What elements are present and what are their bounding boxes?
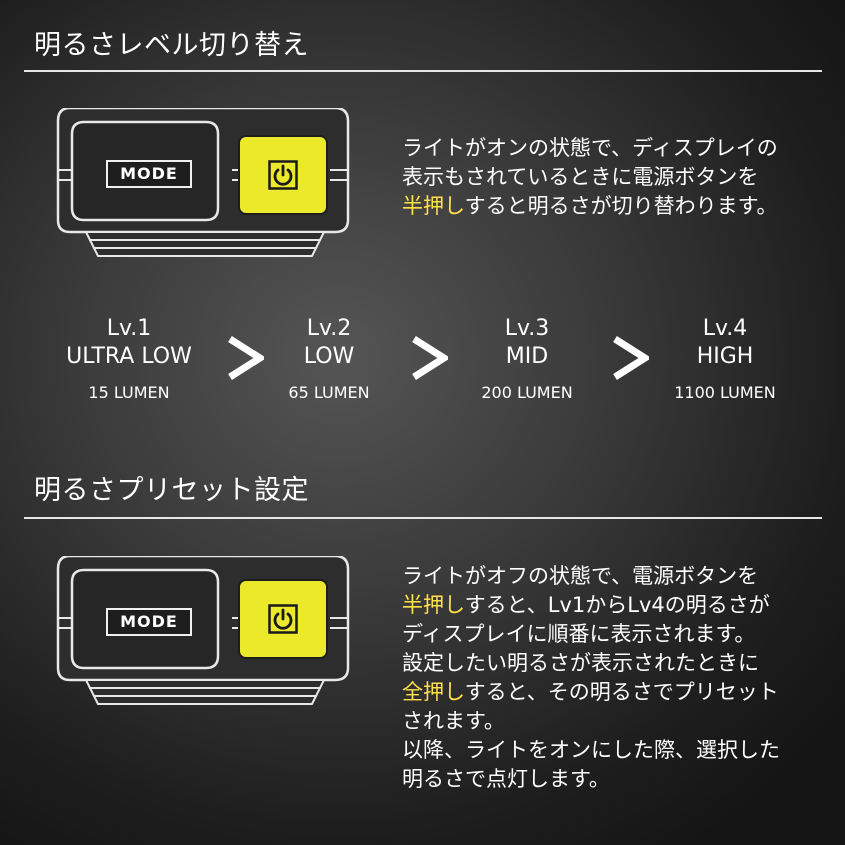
- level-lumen: 65 LUMEN: [288, 383, 370, 402]
- section-divider: [24, 517, 822, 519]
- level-mode: ULTRA LOW: [66, 344, 192, 369]
- description-text: すると明るさが切り替わります。: [464, 194, 778, 218]
- description-text: 明るさで点灯します。: [402, 767, 610, 791]
- level-mode: LOW: [303, 344, 355, 369]
- power-button: [238, 135, 328, 215]
- level-mode: HIGH: [696, 344, 754, 369]
- description-text: されます。: [402, 709, 505, 733]
- level-lumen: 15 LUMEN: [88, 383, 170, 402]
- description-text: 表示もされているときに電源ボタンを: [402, 165, 759, 189]
- chevron-right-icon: [613, 336, 649, 380]
- level-2: Lv.2 LOW 65 LUMEN: [229, 315, 429, 403]
- description-line: ライトがオフの状態で、電源ボタンを: [402, 562, 822, 591]
- description-line: 設定したい明るさが表示されたときに: [402, 649, 822, 678]
- description-text: すると、Lv1からLv4の明るさが: [464, 593, 770, 617]
- description-line: されます。: [402, 707, 822, 736]
- power-icon: [268, 604, 298, 634]
- description-line: 明るさで点灯します。: [402, 765, 822, 794]
- light-device-illustration: MODE: [56, 556, 351, 706]
- description-line: 全押しすると、その明るさでプリセット: [402, 678, 822, 707]
- level-4: Lv.4 HIGH 1100 LUMEN: [625, 315, 825, 403]
- description-text: すると、その明るさでプリセット: [464, 680, 779, 704]
- description-line: ライトがオンの状態で、ディスプレイの: [402, 134, 822, 163]
- power-icon: [268, 160, 298, 190]
- level-name: Lv.2: [306, 316, 352, 341]
- level-1: Lv.1 ULTRA LOW 15 LUMEN: [29, 315, 229, 403]
- level-lumen: 1100 LUMEN: [674, 383, 776, 402]
- level-name: Lv.4: [702, 316, 748, 341]
- description-text: 設定したい明るさが表示されたときに: [402, 651, 759, 675]
- description-line: ディスプレイに順番に表示されます。: [402, 620, 822, 649]
- section-title-level-switch: 明るさレベル切り替え: [34, 30, 309, 61]
- preset-description: ライトがオフの状態で、電源ボタンを 半押しすると、Lv1からLv4の明るさが デ…: [402, 562, 822, 794]
- description-text: ライトがオンの状態で、ディスプレイの: [402, 136, 778, 160]
- chevron-right-icon: [412, 336, 448, 380]
- mode-label: MODE: [120, 164, 178, 183]
- level-switch-description: ライトがオンの状態で、ディスプレイの 表示もされているときに電源ボタンを 半押し…: [402, 134, 822, 221]
- description-text: ライトがオフの状態で、電源ボタンを: [402, 564, 759, 588]
- description-line: 表示もされているときに電源ボタンを: [402, 163, 822, 192]
- level-3: Lv.3 MID 200 LUMEN: [427, 315, 627, 403]
- description-line: 半押しすると明るさが切り替わります。: [402, 192, 822, 221]
- highlight-full-press: 全押し: [402, 680, 465, 704]
- section-divider: [24, 70, 822, 72]
- light-device-illustration: MODE: [56, 108, 351, 258]
- level-mode: MID: [505, 344, 549, 369]
- level-name: Lv.1: [106, 316, 152, 341]
- power-button: [238, 579, 328, 659]
- chevron-right-icon: [228, 336, 264, 380]
- description-line: 以降、ライトをオンにした際、選択した: [402, 736, 822, 765]
- highlight-half-press: 半押し: [402, 194, 465, 218]
- mode-button: MODE: [106, 608, 192, 636]
- mode-button: MODE: [106, 160, 192, 188]
- description-text: 以降、ライトをオンにした際、選択した: [402, 738, 780, 762]
- description-line: 半押しすると、Lv1からLv4の明るさが: [402, 591, 822, 620]
- mode-label: MODE: [120, 612, 178, 631]
- description-text: ディスプレイに順番に表示されます。: [402, 622, 756, 646]
- level-name: Lv.3: [504, 316, 550, 341]
- section-title-preset: 明るさプリセット設定: [34, 475, 309, 506]
- level-lumen: 200 LUMEN: [481, 383, 573, 402]
- highlight-half-press: 半押し: [402, 593, 465, 617]
